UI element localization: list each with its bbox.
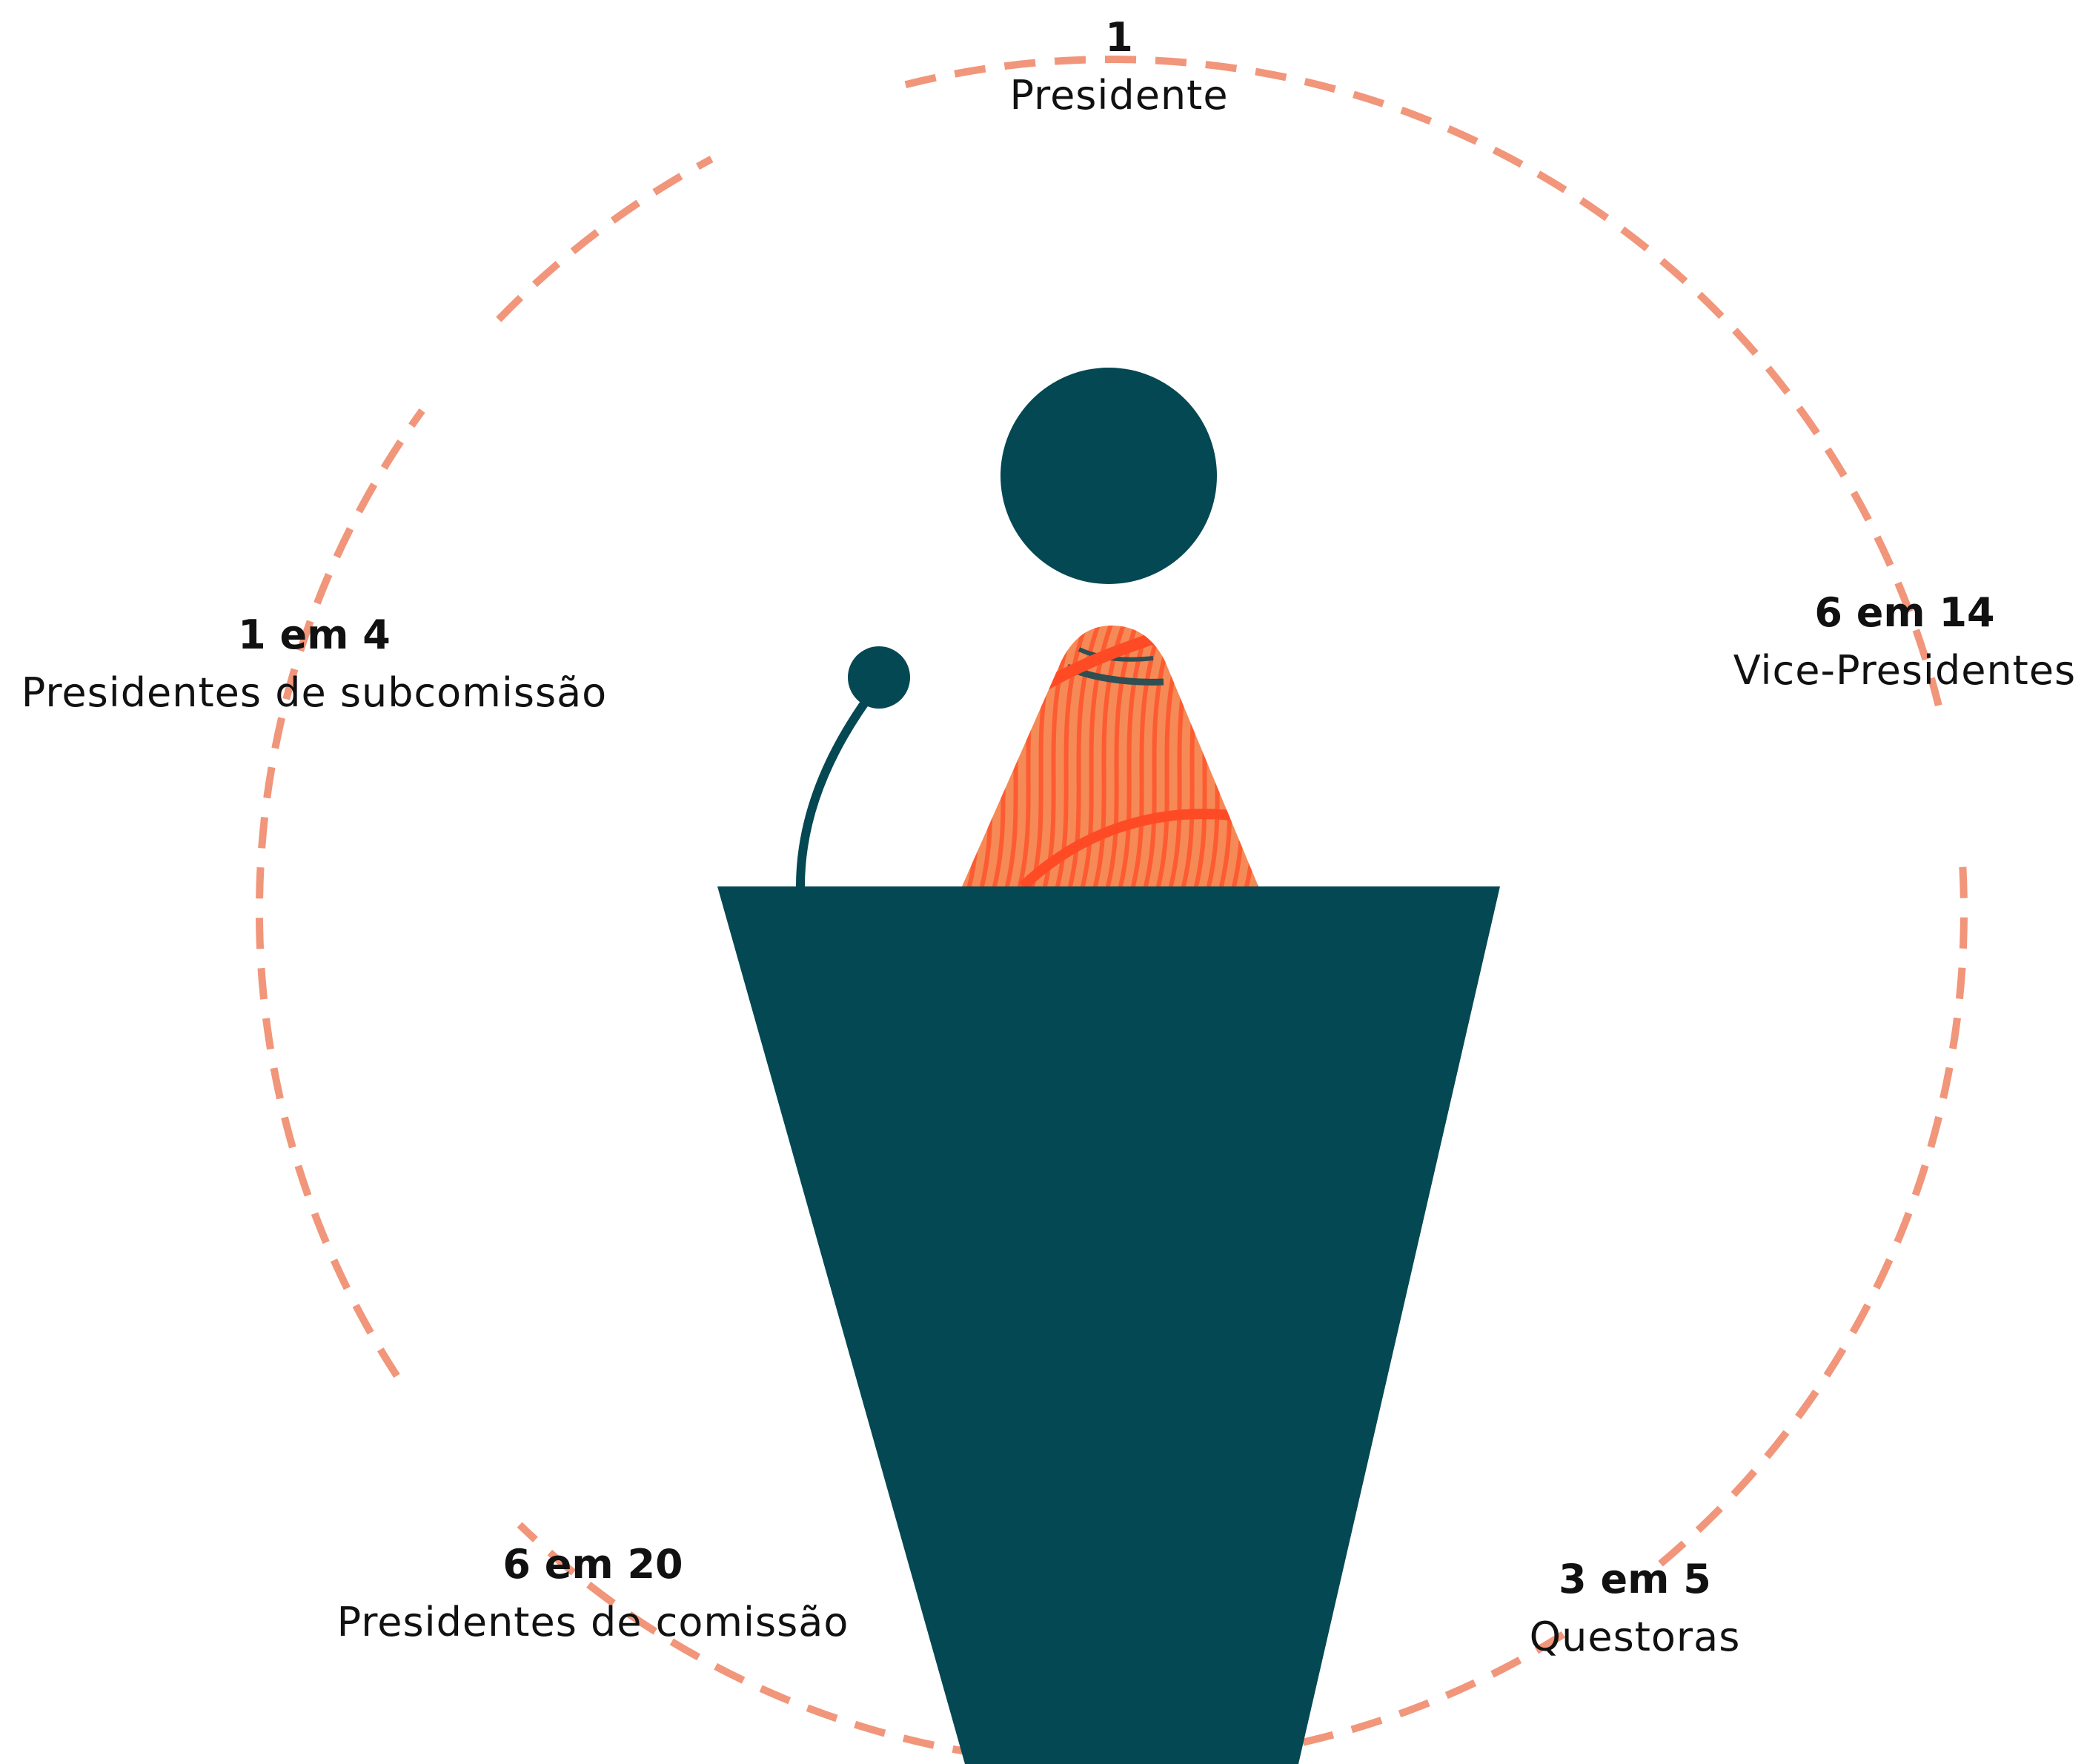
speaker-head	[1000, 368, 1217, 584]
stat-vice-presidentes: 6 em 14 Vice-Presidentes	[1571, 587, 2084, 703]
microphone-head	[848, 646, 910, 709]
stat-label: Presidentes de comissão	[336, 1599, 849, 1645]
stat-number: 3 em 5	[1559, 1556, 1711, 1602]
stat-number: 6 em 20	[502, 1541, 683, 1588]
podium	[717, 886, 1500, 1764]
stat-number: 1	[1105, 14, 1133, 61]
stat-presidentes-subcomissao: 1 em 4 Presidentes de subcomissão	[0, 609, 648, 725]
stat-presidentes-comissao: 6 em 20 Presidentes de comissão	[259, 1539, 926, 1654]
stat-questoras: 3 em 5 Questoras	[1301, 1554, 1968, 1669]
ring-arc-1	[904, 56, 1942, 707]
stat-number: 6 em 14	[1814, 589, 1995, 636]
stat-label: Questoras	[1529, 1614, 1741, 1660]
speaker-body	[962, 626, 1258, 886]
microphone-stem	[796, 686, 878, 887]
stat-label: Presidente	[1009, 72, 1229, 119]
ring-arc-4	[255, 408, 425, 1379]
stat-label: Presidentes de subcomissão	[21, 669, 608, 716]
stat-label: Vice-Presidentes	[1733, 647, 2077, 694]
ring-arc-5	[496, 156, 714, 322]
stat-presidente: 1 Presidente	[786, 12, 1453, 127]
stat-number: 1 em 4	[238, 611, 391, 658]
ring-arc-2	[1656, 866, 1968, 1568]
